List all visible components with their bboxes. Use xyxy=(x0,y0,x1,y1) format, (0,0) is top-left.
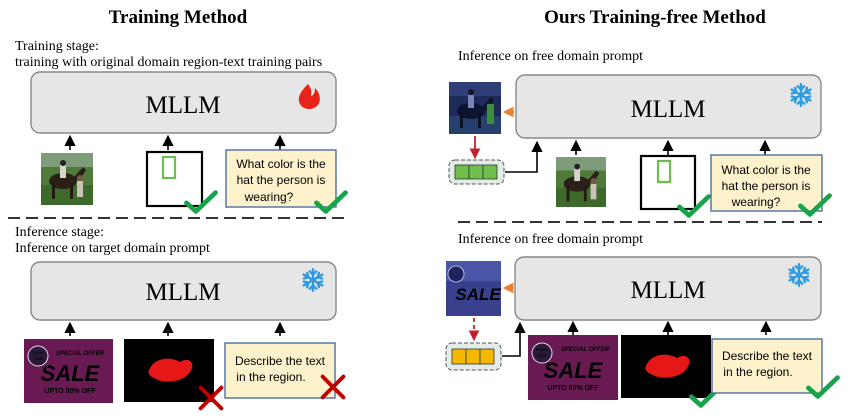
question-line-1: What color is the xyxy=(236,157,326,171)
inference-stage-label: Inference stage: xyxy=(15,225,104,240)
describe-right-line-1: Describe the text xyxy=(722,349,813,363)
training-stage-label: Training stage: xyxy=(15,39,99,54)
mllm-label-training: MLLM xyxy=(146,92,221,119)
question-right-line-2: hat the person is xyxy=(722,179,811,193)
visual-prompt-sale: SALE xyxy=(446,261,501,316)
inference-top-label: Inference on free domain prompt xyxy=(458,49,643,64)
mllm-label-right-top: MLLM xyxy=(631,96,706,123)
describe-line-2: in the region. xyxy=(236,370,305,384)
sale-badge-right-2: Deal xyxy=(537,353,546,358)
mllm-label-right-bottom: MLLM xyxy=(631,277,706,304)
mllm-box-right-bottom xyxy=(514,256,822,321)
mllm-label-inference-left: MLLM xyxy=(146,279,221,306)
question-note-right xyxy=(710,154,823,212)
sale-image-right: Super Deal SPECIAL OFFER SALE UPTO 80% O… xyxy=(528,335,618,400)
sale-off: UPTO 80% OFF xyxy=(44,388,96,395)
sale-word: SALE xyxy=(41,361,101,386)
prompt-sale-word: SALE xyxy=(455,285,501,304)
visual-prompt-image xyxy=(449,82,501,134)
mask-region-right xyxy=(645,354,690,378)
region-mark-right xyxy=(656,159,672,184)
sale-special: SPECIAL OFFER xyxy=(56,351,105,357)
token-group-green xyxy=(448,159,505,185)
horse-photo xyxy=(41,153,93,205)
right-title: Ours Training-free Method xyxy=(544,7,766,28)
mllm-box-training xyxy=(30,71,337,134)
left-title: Training Method xyxy=(109,7,248,28)
sale-off-right: UPTO 80% OFF xyxy=(547,385,599,392)
inference-bottom-label: Inference on free domain prompt xyxy=(458,232,643,247)
describe-line-1: Describe the text xyxy=(235,354,326,368)
arrow-yellow-tokens-to-mllm xyxy=(502,321,526,357)
describe-note-left xyxy=(224,342,336,399)
question-note-left xyxy=(225,149,337,208)
sale-image-left: Super Deal SPECIAL OFFER SALE UPTO 80% O… xyxy=(24,339,113,403)
question-line-3: wearing? xyxy=(244,190,294,204)
fire-icon xyxy=(298,84,320,110)
sale-badge-right-1: Super xyxy=(536,347,549,352)
question-right-line-3: wearing? xyxy=(731,195,781,209)
mllm-box-inference-left xyxy=(30,261,337,321)
mask-region-left xyxy=(148,358,193,382)
describe-right-line-2: in the region. xyxy=(723,365,792,379)
region-mark xyxy=(161,155,177,180)
token-group-yellow xyxy=(445,342,502,371)
sale-special-right: SPECIAL OFFER xyxy=(561,347,610,353)
horse-photo-right xyxy=(556,157,606,207)
describe-note-right xyxy=(711,338,823,394)
arrow-tokens-to-mllm xyxy=(505,140,543,173)
inference-stage-desc: Inference on target domain prompt xyxy=(15,241,210,256)
question-right-line-1: What color is the xyxy=(721,163,811,177)
sale-badge-2: Deal xyxy=(33,356,42,361)
question-line-2: hat the person is xyxy=(237,173,326,187)
sale-badge-1: Super xyxy=(32,350,45,355)
sale-word-right: SALE xyxy=(544,358,604,383)
mllm-box-right-top xyxy=(515,74,822,139)
training-stage-desc: training with original domain region-tex… xyxy=(15,55,322,70)
